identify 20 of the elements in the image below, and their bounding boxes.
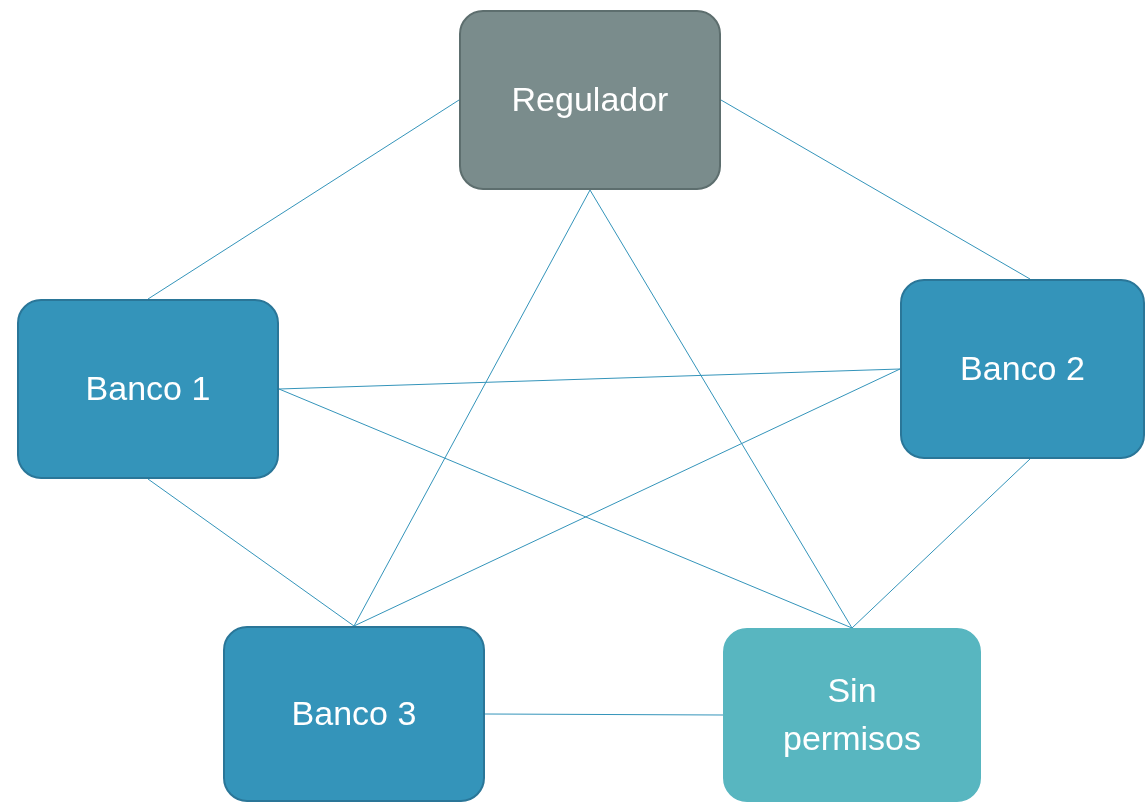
connector-line	[147, 478, 355, 627]
connector-line	[278, 388, 853, 629]
node-label: Banco 3	[291, 693, 417, 735]
connector-line	[484, 713, 724, 716]
connector-line	[353, 189, 591, 627]
connector-line	[720, 99, 1031, 280]
rounded-box	[723, 628, 981, 802]
rounded-box	[17, 299, 279, 479]
node-label: Banco 1	[85, 368, 211, 410]
connector-line	[589, 189, 853, 629]
connector-line	[278, 368, 901, 390]
connector-line	[353, 368, 901, 627]
connector-line	[851, 458, 1031, 629]
rounded-box	[223, 626, 485, 802]
rounded-box	[459, 10, 721, 190]
connector-line	[147, 99, 460, 300]
rounded-box	[900, 279, 1145, 459]
node-label: Regulador	[511, 79, 669, 121]
node-label: Banco 2	[960, 348, 1085, 390]
node-label: Sin permisos	[782, 670, 922, 759]
